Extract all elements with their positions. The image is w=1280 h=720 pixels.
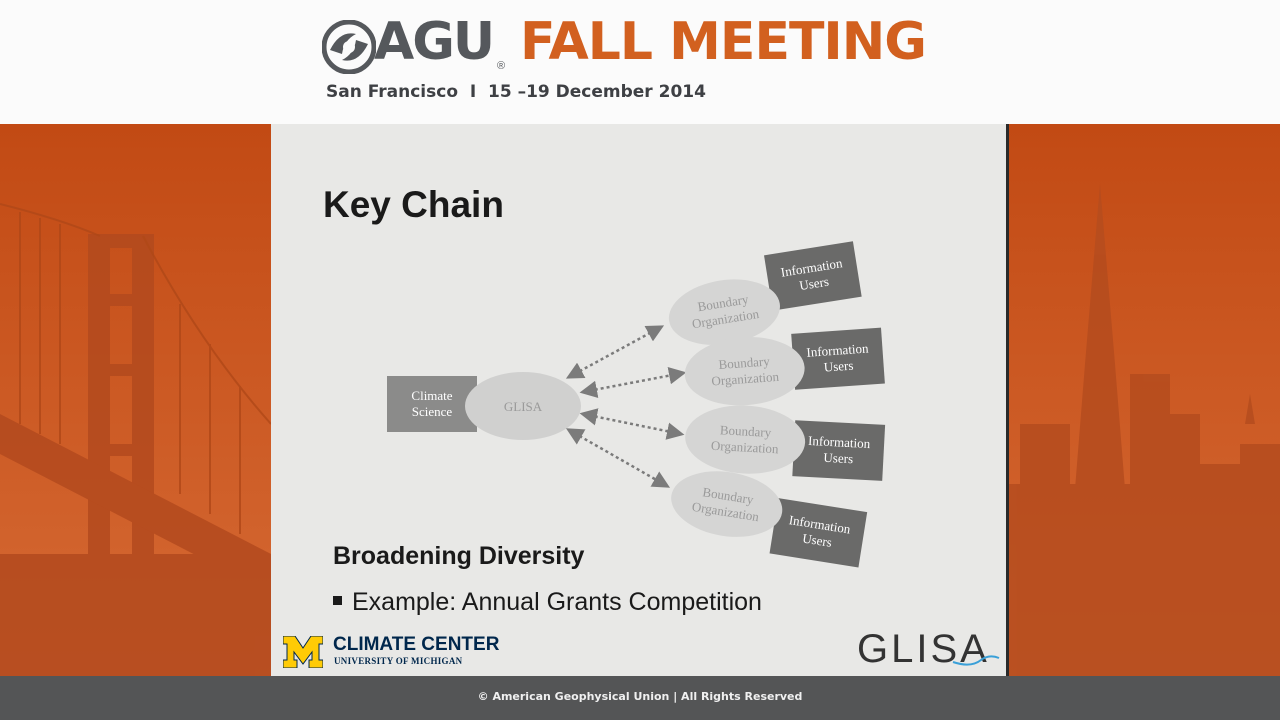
climate-center-title: CLIMATE CENTER (333, 634, 500, 655)
bullet-item: Example: Annual Grants Competition (333, 588, 762, 617)
info-users-label: Information (806, 341, 869, 360)
branch-2: Information Users Boundary Organization (684, 327, 885, 406)
agu-logo-icon (322, 20, 376, 74)
info-users-label: Users (823, 450, 853, 467)
boundary-org-label: Boundary (720, 422, 772, 440)
bullet-square-icon (333, 595, 342, 605)
glisa-swoosh-icon (952, 655, 1000, 666)
info-users-label: Users (801, 530, 833, 549)
slide-edge (1006, 124, 1009, 676)
climate-science-label-1: Climate (411, 388, 452, 403)
bullet-text: Example: Annual Grants Competition (352, 588, 762, 616)
key-chain-diagram: Climate Science GLISA Information Users … (387, 241, 886, 568)
presentation-slide: Key Chain Climate Science GLISA (271, 124, 1007, 676)
boundary-org-label: Organization (711, 369, 780, 389)
branch-4: Information Users Boundary Organization (671, 471, 868, 568)
registered-mark: ® (497, 60, 506, 72)
michigan-block-m-icon (283, 636, 323, 668)
copyright-text: © American Geophysical Union | All Right… (477, 690, 803, 703)
climate-center-subtitle: UNIVERSITY OF MICHIGAN (334, 656, 463, 666)
glisa-hub-label: GLISA (504, 399, 543, 414)
event-location-date: San Francisco I 15 –19 December 2014 (326, 82, 706, 102)
climate-science-node: Climate Science (387, 376, 477, 432)
boundary-org-label: Organization (711, 438, 780, 457)
info-users-label: Users (823, 358, 854, 375)
event-title: FALL MEETING (520, 12, 927, 72)
branch-3: Information Users Boundary Organization (685, 405, 886, 481)
boundary-org-label: Boundary (718, 353, 771, 372)
glisa-hub-node: GLISA (465, 372, 581, 440)
climate-science-label-2: Science (412, 404, 453, 419)
footer-bar: © American Geophysical Union | All Right… (0, 676, 1280, 720)
section-heading: Broadening Diversity (333, 542, 585, 570)
slide-title: Key Chain (323, 184, 504, 225)
info-users-label: Users (798, 274, 830, 293)
branch-1: Information Users Boundary Organization (668, 241, 862, 346)
conference-header: AGU ® FALL MEETING San Francisco I 15 –1… (0, 0, 1280, 124)
info-users-label: Information (808, 433, 871, 451)
connector-arrows (565, 325, 687, 488)
agu-wordmark: AGU (374, 12, 495, 72)
